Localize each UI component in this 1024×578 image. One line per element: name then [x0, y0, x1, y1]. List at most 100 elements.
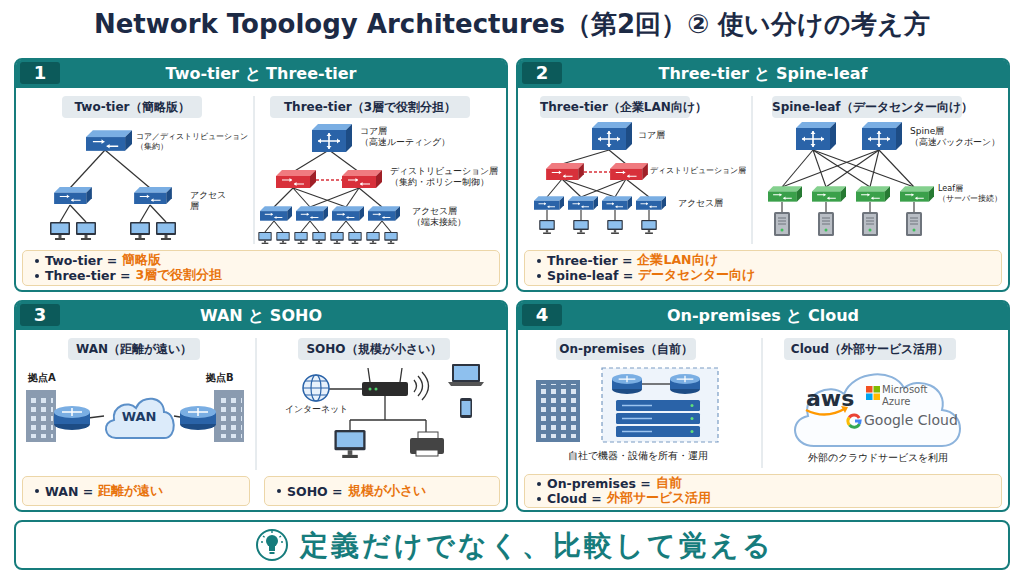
- bullet-dot: [537, 482, 541, 486]
- annotation-label: 外部のクラウドサービスを利用: [786, 452, 970, 465]
- three-tier-network: [293, 188, 346, 207]
- two-tier-network: [60, 205, 70, 222]
- spine-leaf-network: [862, 212, 878, 236]
- three-tier-network: [274, 221, 283, 232]
- enterprise-three-tier: [592, 122, 632, 150]
- badge-number: 1: [20, 62, 60, 84]
- on-premises-equipment: [616, 426, 700, 437]
- summary-row: Two-tier =簡略版: [35, 253, 161, 268]
- enterprise-three-tier: [614, 210, 615, 220]
- wan-sites: [214, 390, 244, 442]
- three-tier-network: [258, 232, 271, 244]
- subtitle-text: On-premises（自前）: [556, 338, 696, 360]
- summary-row: Spine-leaf =データセンター向け: [537, 268, 755, 283]
- annotation-label: コア層: [638, 130, 698, 141]
- three-tier-network: [310, 221, 319, 232]
- on-premises-equipment: [616, 400, 700, 411]
- soho-network: [448, 382, 484, 386]
- bullet-dot: [537, 274, 541, 278]
- soho-network: [329, 388, 362, 389]
- soho-network: [369, 388, 372, 391]
- enterprise-three-tier: [607, 220, 623, 234]
- enterprise-three-tier: [626, 179, 649, 197]
- on-premises-equipment: [691, 404, 694, 407]
- three-tier-network: [312, 232, 325, 244]
- header-band: Two-tier と Three-tier: [16, 60, 506, 88]
- spine-leaf-network: [782, 150, 914, 212]
- topic-panel: On-premises と Cloud4On-premises（自前） Cloud…: [516, 300, 1010, 512]
- number-badge: 4: [522, 304, 562, 326]
- summary-term: On-premises =: [547, 476, 651, 491]
- three-tier-network: [368, 206, 400, 220]
- key-message: 定義だけでなく、比較して覚える: [300, 527, 774, 565]
- soho-network: [368, 368, 402, 382]
- panel-divider: [762, 338, 763, 468]
- subtitle-text: Three-tier（企業LAN向け）: [540, 96, 690, 118]
- subtitle-pill: Cloud（外部サービス活用）: [784, 338, 956, 360]
- subtitle-pill: On-premises（自前）: [556, 338, 696, 360]
- soho-network: [303, 381, 329, 395]
- annotation-label: アクセス 層: [190, 190, 230, 213]
- summary-row: WAN = 距離が遠い: [35, 484, 163, 499]
- enterprise-three-tier: [562, 179, 581, 197]
- enterprise-three-tier: [573, 220, 589, 234]
- cloud-label: WAN: [100, 409, 178, 424]
- summary-row: Three-tier =企業LAN向け: [537, 253, 718, 268]
- annotation-label: コア／ディストリビューション （集約）: [136, 132, 252, 152]
- on-premises-equipment: [616, 413, 700, 424]
- soho-network: [410, 438, 444, 454]
- two-tier-network: [70, 205, 86, 222]
- subtitle-pill: SOHO（規模が小さい）: [298, 338, 450, 360]
- enterprise-three-tier: [546, 210, 547, 220]
- summary-term: Cloud =: [547, 491, 602, 506]
- panel-heading: On-premises と Cloud: [518, 306, 1008, 327]
- summary-term: Two-tier =: [45, 253, 117, 268]
- soho-network: [418, 432, 438, 440]
- summary-box: WAN = 距離が遠い: [22, 476, 250, 506]
- enterprise-three-tier: [580, 210, 581, 220]
- three-tier-network: [301, 221, 310, 232]
- spine-leaf-network: [813, 150, 870, 187]
- summary-term: Three-tier =: [45, 268, 130, 283]
- panel-heading: Two-tier と Three-tier: [16, 64, 506, 85]
- panel-divider: [256, 338, 257, 470]
- wan-sites: [26, 390, 56, 442]
- summary-box: SOHO =規模が小さい: [264, 476, 500, 506]
- summary-value: 距離が遠い: [98, 483, 163, 500]
- two-tier-network: [60, 150, 166, 222]
- two-tier-network: [134, 187, 172, 204]
- bullet-dot: [537, 497, 541, 501]
- three-tier-network: [260, 206, 292, 220]
- soho-network: [350, 396, 426, 434]
- enterprise-three-tier: [581, 179, 626, 197]
- soho-network: [334, 430, 365, 458]
- three-tier-network: [296, 206, 328, 220]
- spine-leaf-network: [818, 212, 834, 236]
- wan-sites: [180, 406, 216, 430]
- enterprise-three-tier: [610, 163, 648, 180]
- summary-term: WAN =: [45, 484, 93, 499]
- soho-network: [462, 401, 471, 415]
- on-premises-equipment: [602, 368, 718, 442]
- enterprise-three-tier: [641, 220, 657, 234]
- panel-heading: Three-tier と Spine-leaf: [518, 64, 1008, 85]
- three-tier-network: [293, 150, 329, 172]
- number-badge: 3: [20, 304, 60, 326]
- spine-leaf-network: [869, 202, 870, 212]
- spine-leaf-network: [879, 150, 914, 187]
- summary-value: 3層で役割分担: [135, 267, 222, 284]
- on-premises-equipment: [691, 430, 694, 433]
- annotation-label: コア層 （高速ルーティング）: [360, 126, 464, 149]
- subtitle-pill: Three-tier（3層で役割分担）: [270, 96, 470, 118]
- summary-row: Cloud =外部サービス活用: [537, 491, 711, 506]
- three-tier-network: [346, 188, 359, 207]
- summary-value: データセンター向け: [638, 267, 755, 284]
- on-premises-equipment: [670, 374, 700, 394]
- soho-network: [375, 388, 378, 391]
- enterprise-three-tier: [615, 179, 626, 197]
- spine-leaf-network: [826, 150, 879, 187]
- spine-leaf-network: [768, 122, 934, 236]
- two-tier-network: [150, 205, 166, 222]
- on-premises-equipment: [612, 374, 642, 394]
- annotation-label: ディストリビューション層 （集約・ポリシー制御）: [390, 166, 504, 187]
